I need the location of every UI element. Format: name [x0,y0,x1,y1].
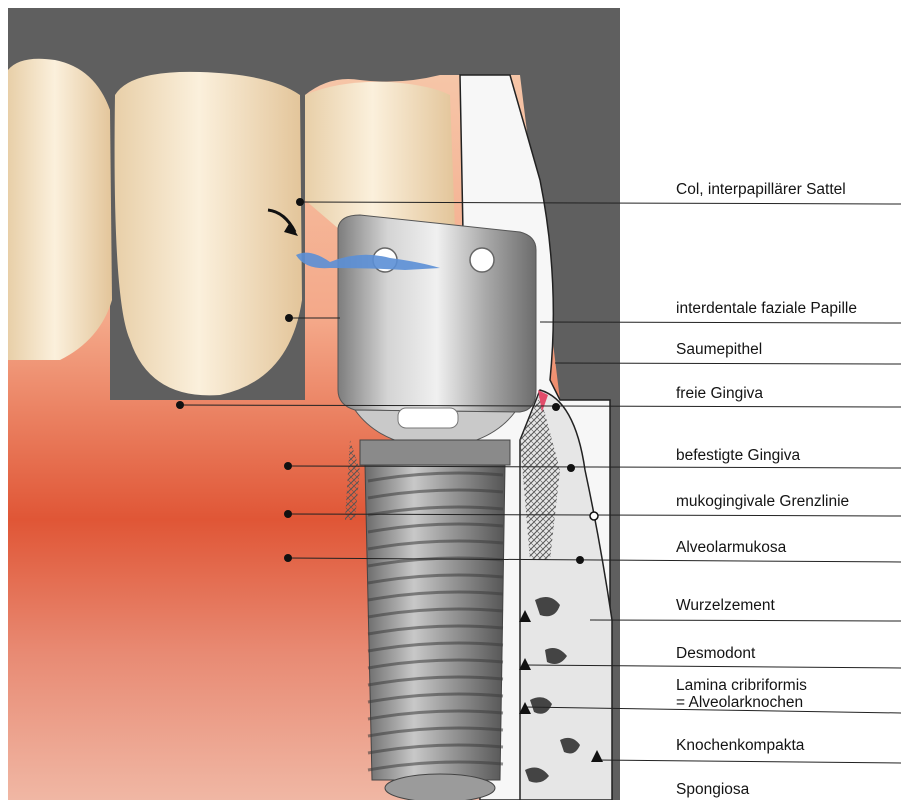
label-alveolarknochen: = Alveolarknochen [676,694,803,711]
implant-abutment [338,215,536,448]
left-tooth [8,59,112,360]
right-tooth [305,82,455,230]
label-alveolarmukosa: Alveolarmukosa [676,539,786,556]
label-wurzelzement: Wurzelzement [676,597,775,614]
central-tooth [115,72,302,396]
implant-screw [360,440,510,800]
label-knochenkompakta: Knochenkompakta [676,737,804,754]
label-mukogingivale: mukogingivale Grenzlinie [676,493,849,510]
label-spongiosa: Spongiosa [676,781,749,798]
label-lamina: Lamina cribriformis [676,677,807,694]
label-papille: interdentale faziale Papille [676,300,857,317]
label-desmodont: Desmodont [676,645,755,662]
label-freie-gingiva: freie Gingiva [676,385,763,402]
label-saumepithel: Saumepithel [676,341,762,358]
label-befestigte-gingiva: befestigte Gingiva [676,447,800,464]
label-col: Col, interpapillärer Sattel [676,181,846,198]
